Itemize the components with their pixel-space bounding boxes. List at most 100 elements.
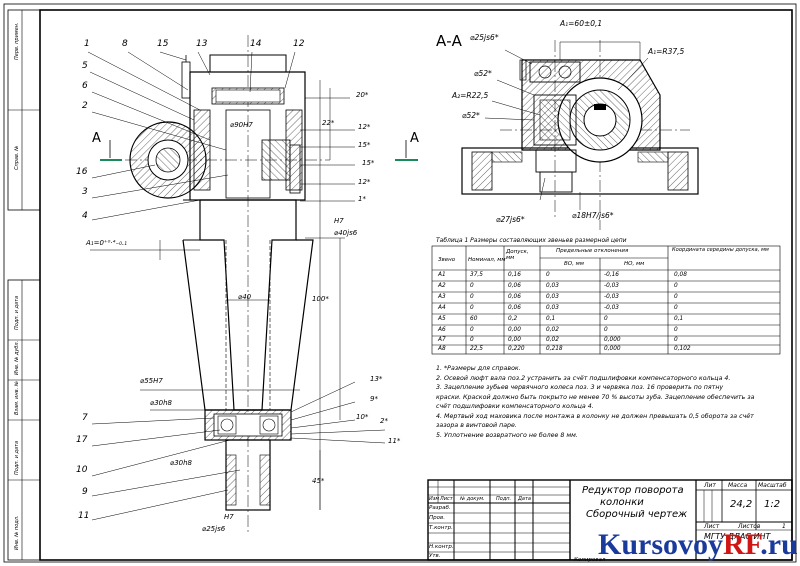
tb-signer: Утв.	[429, 553, 441, 559]
dim-label: H7	[224, 513, 234, 521]
table-subheader: НО, мм	[624, 261, 645, 267]
table-cell: 0	[674, 283, 678, 289]
table-cell: A2	[438, 283, 446, 289]
table-header: Звено	[438, 257, 456, 263]
tb-label: 1	[782, 523, 786, 530]
table-cell: 0,02	[546, 327, 559, 333]
tb-col: № докум.	[460, 496, 485, 502]
drawing-title: Сборочный чертеж	[586, 509, 688, 520]
note-line: 2. Осевой люфт вала поз.2 устранить за с…	[436, 374, 731, 382]
drawing-title: Редуктор поворота	[582, 485, 684, 496]
table-cell: 0,00	[508, 327, 521, 333]
dim-label: ⌀40	[238, 293, 252, 301]
dim-label: ⌀27js6*	[496, 215, 525, 224]
part-number: 4	[82, 211, 88, 221]
note-line: краски. Краской должно быть покрыто не м…	[436, 393, 755, 401]
dim-label: H7	[334, 217, 344, 225]
dim-label: 20*	[356, 91, 369, 99]
note-line: зазора в винтовой паре.	[436, 422, 517, 429]
dim-label: 45*	[312, 477, 325, 485]
note-line: 5. Уплотнение возвратного не более 8 мм.	[436, 431, 578, 439]
dim-label: 2*	[380, 417, 388, 425]
table-cell: 0,220	[508, 346, 525, 352]
dim-label: ⌀18H7/js6*	[572, 211, 614, 220]
section-mark-right: А	[410, 131, 419, 146]
table-cell: 0,02	[546, 337, 559, 343]
tb-label: Масса	[728, 482, 748, 489]
tb-signer: Т.контр.	[429, 525, 453, 531]
table-cell: 0,000	[604, 337, 621, 343]
dim-label: A₁=R37,5	[648, 47, 685, 56]
tb-label: Лит	[704, 482, 716, 489]
table-header: Предельные отклонения	[556, 248, 629, 254]
dim-label: ⌀52*	[462, 111, 480, 120]
section-mark-left: А	[92, 131, 101, 146]
table-cell: -0,03	[604, 294, 619, 300]
part-number: 17	[76, 435, 88, 445]
table-cell: 0,00	[508, 337, 521, 343]
table-cell: -0,16	[604, 272, 619, 278]
table-cell: 0,06	[508, 294, 521, 300]
dim-label: ⌀52*	[474, 69, 492, 78]
table-cell: 0,06	[508, 283, 521, 289]
table-caption: Таблица 1 Размеры составляющих звеньев р…	[436, 237, 627, 244]
table-header: Допуск, мм	[506, 249, 529, 261]
table-cell: 0	[604, 316, 608, 322]
deviation-table	[431, 245, 781, 355]
dim-label: 12*	[358, 178, 371, 186]
table-cell: 0	[470, 283, 474, 289]
tb-label: Лист	[704, 523, 720, 530]
watermark-logo: KursovoyRF.ru	[598, 528, 798, 561]
inner-frame	[39, 9, 793, 561]
dim-label: 15*	[362, 159, 375, 167]
part-number: 8	[122, 39, 128, 49]
organization: МГТУ ДЛАС ИНТ	[704, 532, 771, 541]
table-cell: A5	[438, 316, 446, 322]
dim-label: ⌀90H7	[230, 121, 253, 129]
table-cell: 0,2	[508, 316, 518, 322]
dim-label: ⌀25js6*	[470, 33, 499, 42]
tb-signer: Пров.	[429, 515, 445, 521]
part-number: 16	[76, 167, 88, 177]
dim-label: ⌀25js6	[202, 525, 226, 533]
tb-col: Лист	[440, 496, 453, 502]
section-title: А-А	[436, 32, 462, 50]
table-cell: A4	[438, 305, 446, 311]
table-cell: 0	[546, 272, 550, 278]
table-cell: A6	[438, 327, 446, 333]
stamp-text: Подп. и дата	[14, 441, 20, 475]
dim-label: 13*	[370, 375, 383, 383]
stamp-text: Подп. и дата	[14, 296, 20, 330]
note-line: 3. Зацепление зубьев червячного колеса п…	[436, 384, 724, 391]
dim-label: 22*	[322, 119, 335, 127]
dim-label: ⌀40js6	[334, 229, 358, 237]
table-cell: 0,16	[508, 272, 521, 278]
dim-label: ⌀30h8	[150, 399, 173, 407]
tb-label: Листов	[738, 523, 761, 530]
tb-signer: Н.контр.	[429, 544, 454, 550]
stamp-text: Справ. №	[14, 146, 20, 170]
part-number: 13	[196, 39, 208, 49]
dim-label: ⌀30h8	[170, 459, 193, 467]
part-number: 7	[82, 413, 88, 423]
table-cell: 0,000	[604, 346, 621, 352]
table-cell: 0,218	[546, 346, 563, 352]
part-number: 12	[293, 39, 305, 49]
table-cell: 22,5	[470, 346, 483, 352]
table-cell: -0,03	[604, 305, 619, 311]
mass-value: 24,2	[730, 499, 753, 510]
table-cell: -0,03	[604, 283, 619, 289]
table-cell: 60	[470, 316, 478, 322]
table-cell: 0	[604, 327, 608, 333]
table-cell: A1	[438, 272, 446, 278]
table-cell: 0	[470, 305, 474, 311]
stamp-text: Инв. № подл.	[14, 516, 20, 551]
dim-label: 12*	[358, 123, 371, 131]
table-cell: 0,03	[546, 305, 559, 311]
part-number: 10	[76, 465, 88, 475]
dim-label: A₁=0⁺⁰·⁴₋₀.₁	[86, 239, 127, 247]
table-header: Координата середины допуска, мм	[672, 247, 769, 253]
table-cell: A7	[438, 337, 446, 343]
part-number: 6	[82, 81, 88, 91]
table-cell: 37,5	[470, 272, 483, 278]
